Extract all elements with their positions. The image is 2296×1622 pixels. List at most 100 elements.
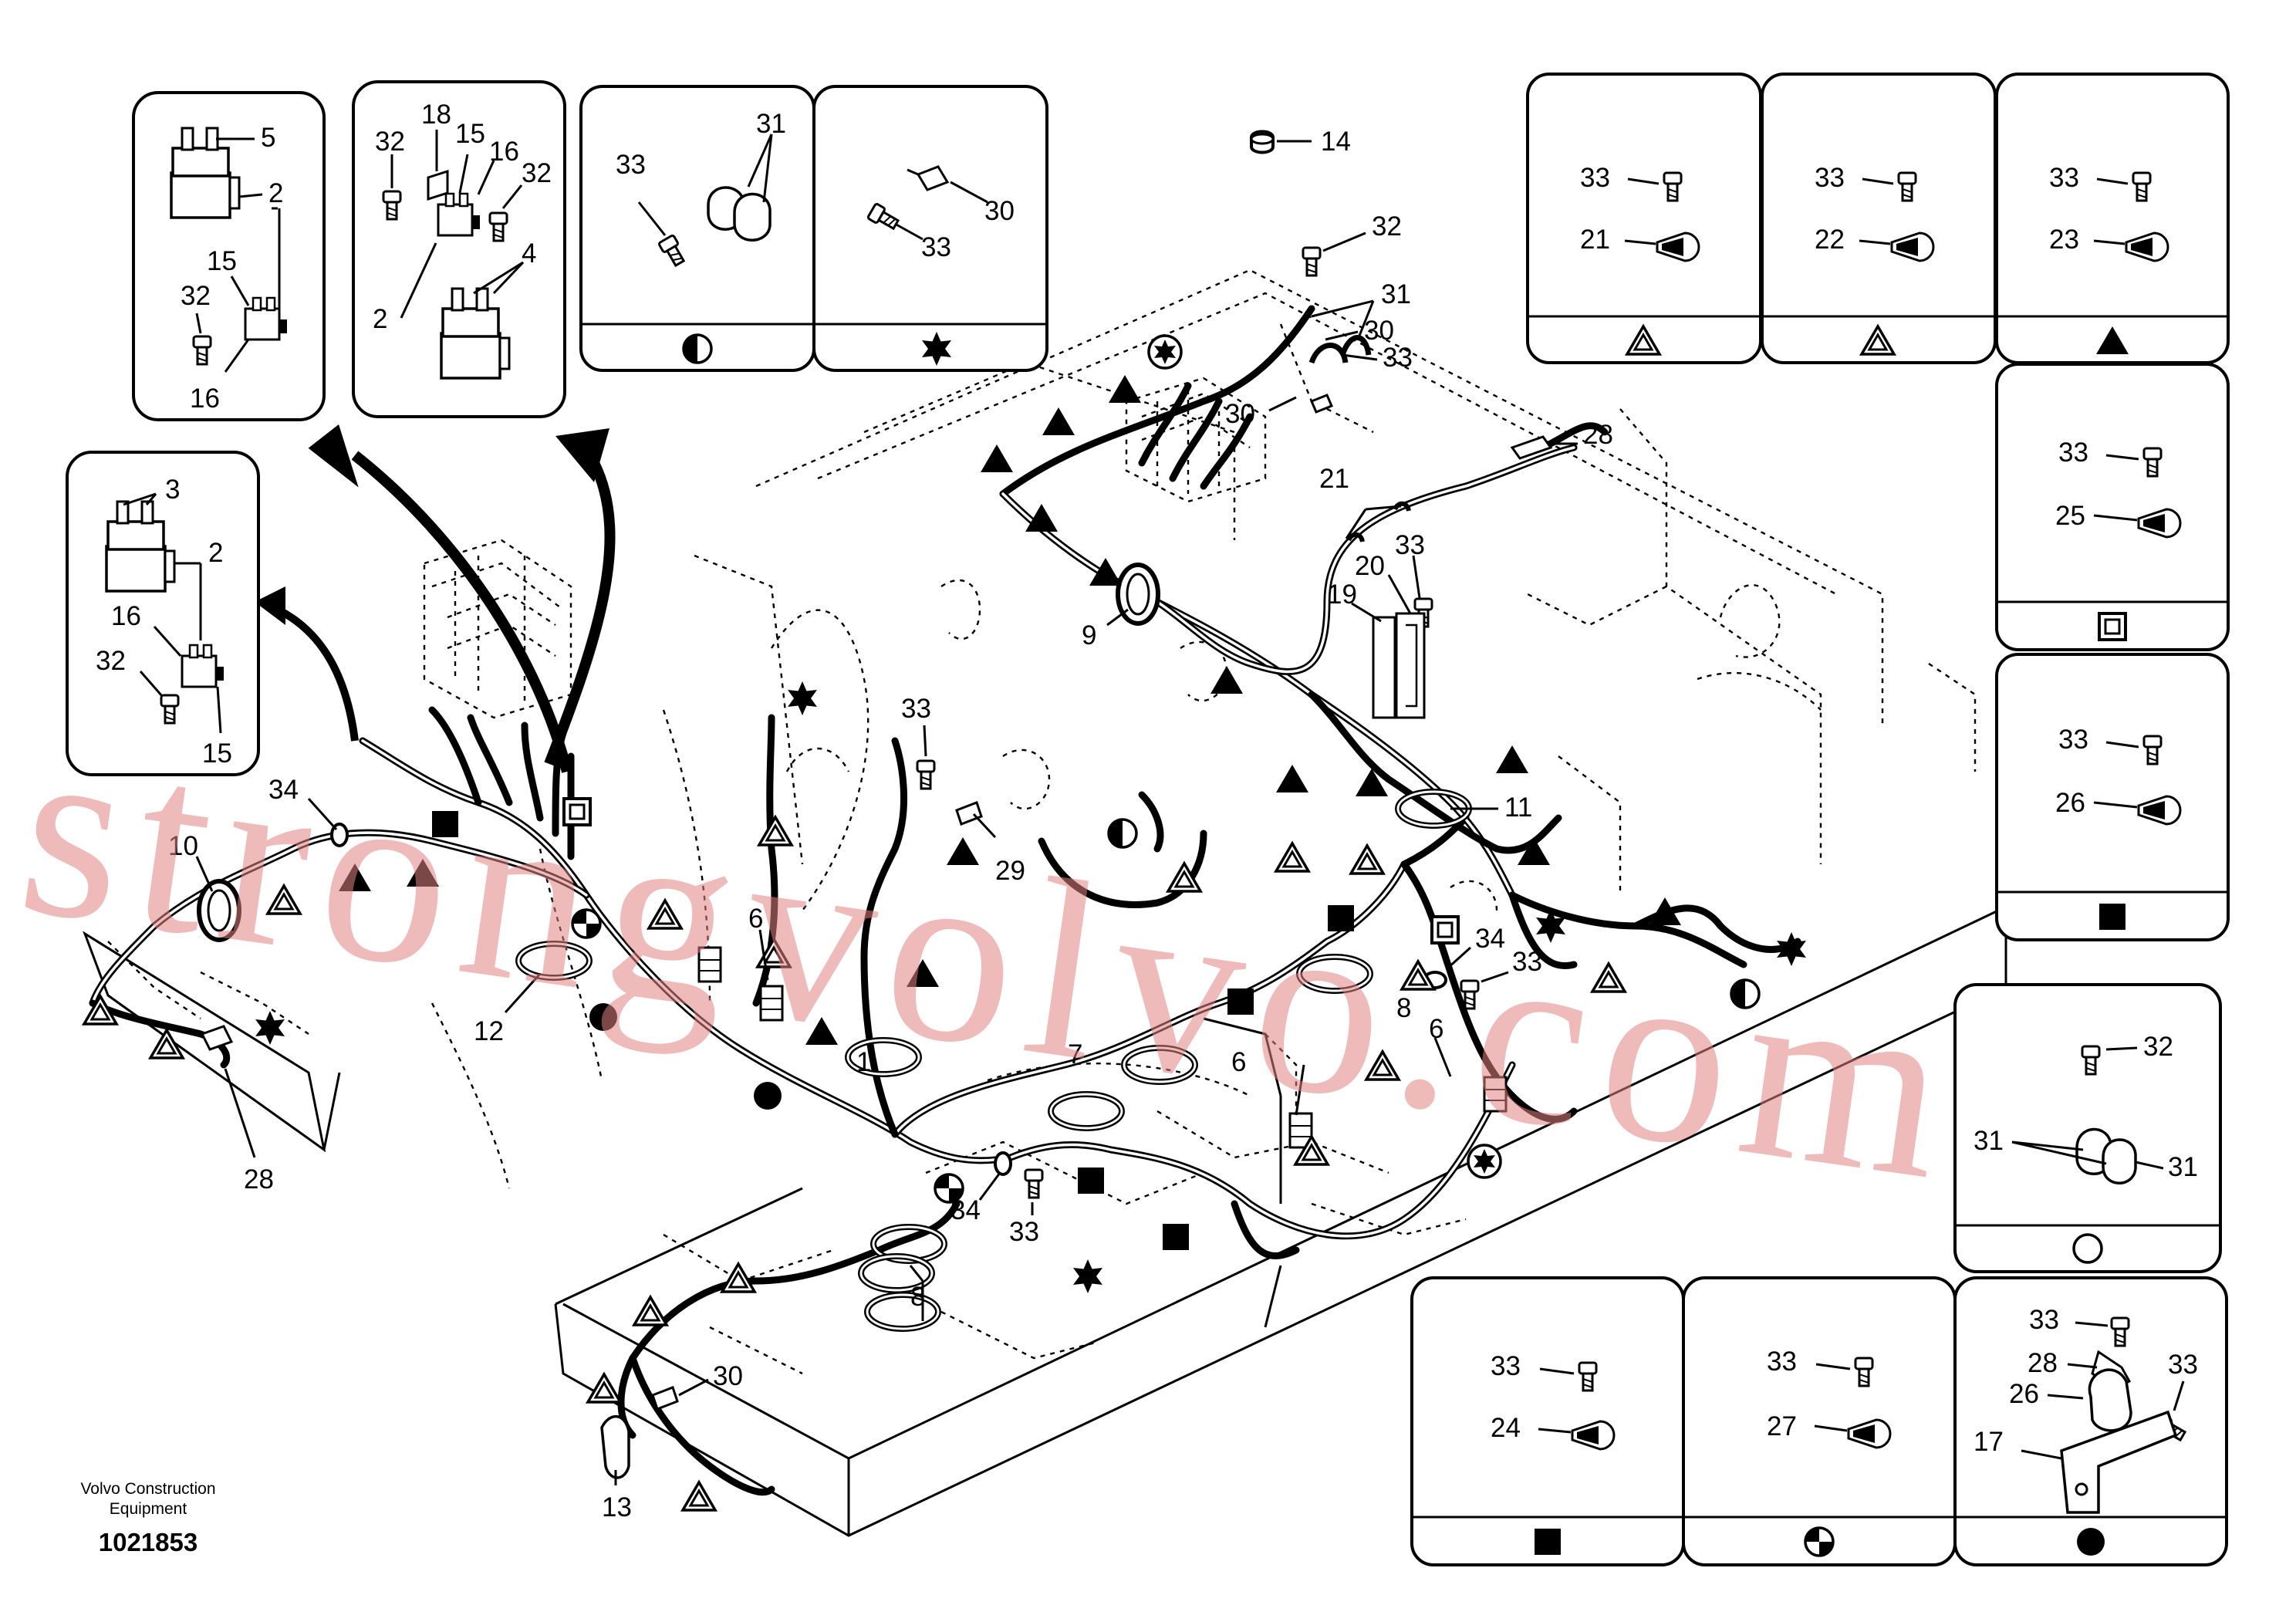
detail-pointer-arrows [255,424,616,773]
callout-29: 29 [995,856,1025,886]
detail-box-bracket-17: 33 28 33 26 17 [1953,1276,2228,1566]
footer-block: Volvo Construction Equipment 1021853 [80,1480,215,1556]
detail-18-label: 18 [421,100,451,130]
bolt-33-bottom [1024,1168,1044,1199]
detail-box-relay-3: 3 2 16 32 15 [66,451,260,776]
callout-28-a: 28 [1583,420,1613,450]
grommet-9 [1118,565,1158,623]
callout-30-b: 30 [1225,399,1255,429]
detail-box-clip-30: 30 33 [812,85,1048,372]
ring-8d [1299,957,1370,991]
detail-box-relay-5: 5 2 15 32 16 [132,91,326,421]
callout-30-c: 30 [713,1361,743,1391]
detail-25-label: 25 [2055,501,2085,531]
detail-33-26-label: 33 [2058,725,2088,755]
callout-20: 20 [1355,551,1385,581]
detail-33-27-label: 33 [1767,1347,1797,1377]
detail-28-label: 28 [2028,1348,2058,1378]
detail-33-23-label: 33 [2049,163,2079,193]
detail-32c-label: 32 [96,646,126,676]
callout-21: 21 [1319,464,1349,494]
callout-33-b: 33 [1395,530,1425,560]
ring-7 [1124,1048,1195,1082]
detail-23-label: 23 [2049,225,2079,255]
callout-31: 31 [1381,279,1411,309]
detail-32a-label: 32 [375,127,405,157]
callout-6-b: 6 [1429,1014,1443,1044]
callout-34-a: 34 [1475,924,1505,954]
detail-box-clamp-31: 31 33 [579,85,815,372]
callout-34-c: 34 [268,775,299,805]
connector-6b [759,985,784,1022]
clip-28-top [1510,435,1553,460]
detail-33-label: 33 [616,150,646,180]
detail-2-label: 2 [268,178,283,208]
callout-6-a: 6 [1231,1047,1246,1077]
detail-16b-label: 16 [489,137,519,167]
bracket-20 [1395,612,1426,719]
callout-33-c: 33 [1512,947,1542,977]
drawing-callouts: 14 32 31 30 33 30 28 21 20 33 19 9 11 34… [168,127,1613,1522]
detail-22-label: 22 [1815,225,1845,255]
clamp-31-top [1308,343,1349,364]
detail-33-24-label: 33 [1491,1351,1521,1381]
callout-28-b: 28 [244,1164,274,1195]
grommet-10 [199,881,239,940]
bolt-33-center [916,759,936,790]
detail-26-label: 26 [2055,788,2085,818]
company-subtitle: Equipment [110,1500,187,1518]
detail-33-22-label: 33 [1815,163,1845,193]
detail-32b-label: 32 [522,158,552,188]
company-name: Volvo Construction [80,1480,215,1498]
detail-15b-label: 15 [455,119,485,149]
bolt-32-top [1302,246,1322,277]
detail-box-relay-18: 32 18 15 16 32 4 2 [352,80,566,418]
detail-17-label: 17 [1974,1427,2004,1457]
clip-30-bottom [651,1386,679,1411]
detail-box-clip-27: 33 27 [1682,1276,1957,1566]
detail-26b-label: 26 [2009,1379,2039,1409]
callout-6-c: 6 [748,904,763,934]
detail-3-label: 3 [165,475,180,505]
detail-box-clip-26: 33 26 [1995,653,2230,941]
drawing-number: 1021853 [99,1528,198,1556]
clip-21-a [1346,532,1365,542]
callout-34-b: 34 [950,1195,981,1225]
detail-30-label: 30 [984,196,1015,226]
detail-2c-label: 2 [208,538,223,568]
detail-4-label: 4 [522,238,536,269]
detail-15c-label: 15 [202,738,232,769]
callout-33-e: 33 [1009,1217,1039,1247]
detail-31-label: 31 [756,109,786,139]
callout-11: 11 [1504,792,1532,823]
ring-7b [1051,1094,1122,1128]
detail-32d-label: 32 [2143,1032,2173,1062]
machine-frame-solid [83,887,2007,1537]
detail-31a-label: 31 [1974,1126,2004,1156]
callout-12: 12 [474,1016,504,1046]
plug-13 [600,1414,630,1479]
detail-33b-label: 33 [921,232,951,262]
callout-10: 10 [168,831,198,861]
detail-box-clamp-31-32: 32 31 31 [1953,983,2222,1273]
callout-9: 9 [1082,620,1096,650]
ring-12 [518,944,589,978]
detail-21-label: 21 [1580,225,1610,255]
detail-33-21-label: 33 [1580,163,1610,193]
ring-8c [867,1295,938,1329]
detail-2b-label: 2 [373,304,387,334]
callout-19: 19 [1327,580,1357,610]
callout-8-a: 8 [1396,993,1411,1023]
clip-28-left [200,1025,234,1051]
callout-33-d: 33 [901,694,931,724]
detail-27-label: 27 [1767,1411,1797,1441]
callout-14: 14 [1321,127,1351,157]
callout-1: 1 [856,1047,871,1077]
connector-6d [1483,1076,1508,1113]
detail-box-clip-21: 33 21 [1526,73,1762,364]
callout-30-a: 30 [1364,316,1394,346]
callout-13: 13 [602,1492,632,1522]
detail-33-17a-label: 33 [2029,1305,2059,1335]
detail-box-clip-22: 33 22 [1761,73,1997,364]
